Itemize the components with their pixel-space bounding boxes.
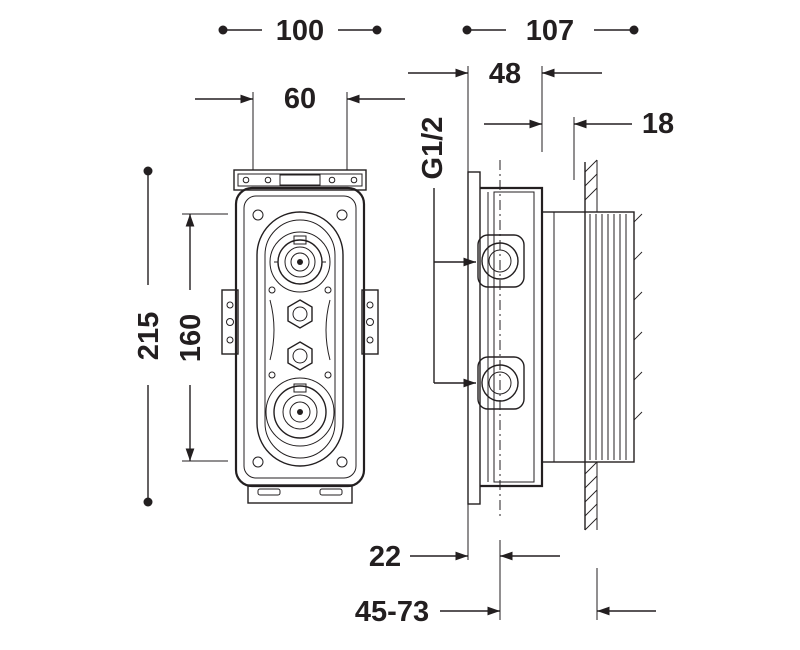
dimension-48: 48 [408, 58, 602, 180]
dimension-107-label: 107 [526, 15, 574, 47]
thread-lines [589, 214, 627, 460]
dimension-45-73-label: 45-73 [355, 596, 429, 628]
side-view: G1/2 [417, 117, 643, 620]
dimension-215: 215 [133, 166, 165, 507]
wall-hatch [584, 159, 643, 531]
dimension-160-label: 160 [175, 314, 207, 362]
dimension-160: 160 [175, 213, 228, 462]
dimension-107: 107 [462, 15, 639, 47]
dimension-60-label: 60 [284, 83, 316, 115]
dimension-48-label: 48 [489, 58, 521, 90]
dimension-45-73: 45-73 [355, 596, 656, 628]
dimension-100: 100 [218, 15, 382, 47]
thread-label: G1/2 [417, 117, 449, 180]
dimension-22-label: 22 [369, 541, 401, 573]
front-view [221, 169, 379, 504]
dimension-60: 60 [195, 83, 405, 170]
dimension-100-label: 100 [276, 15, 324, 47]
dimension-215-label: 215 [133, 312, 165, 360]
dimension-18: 18 [484, 108, 674, 180]
dimension-22: 22 [369, 541, 560, 573]
dimension-18-label: 18 [642, 108, 674, 140]
